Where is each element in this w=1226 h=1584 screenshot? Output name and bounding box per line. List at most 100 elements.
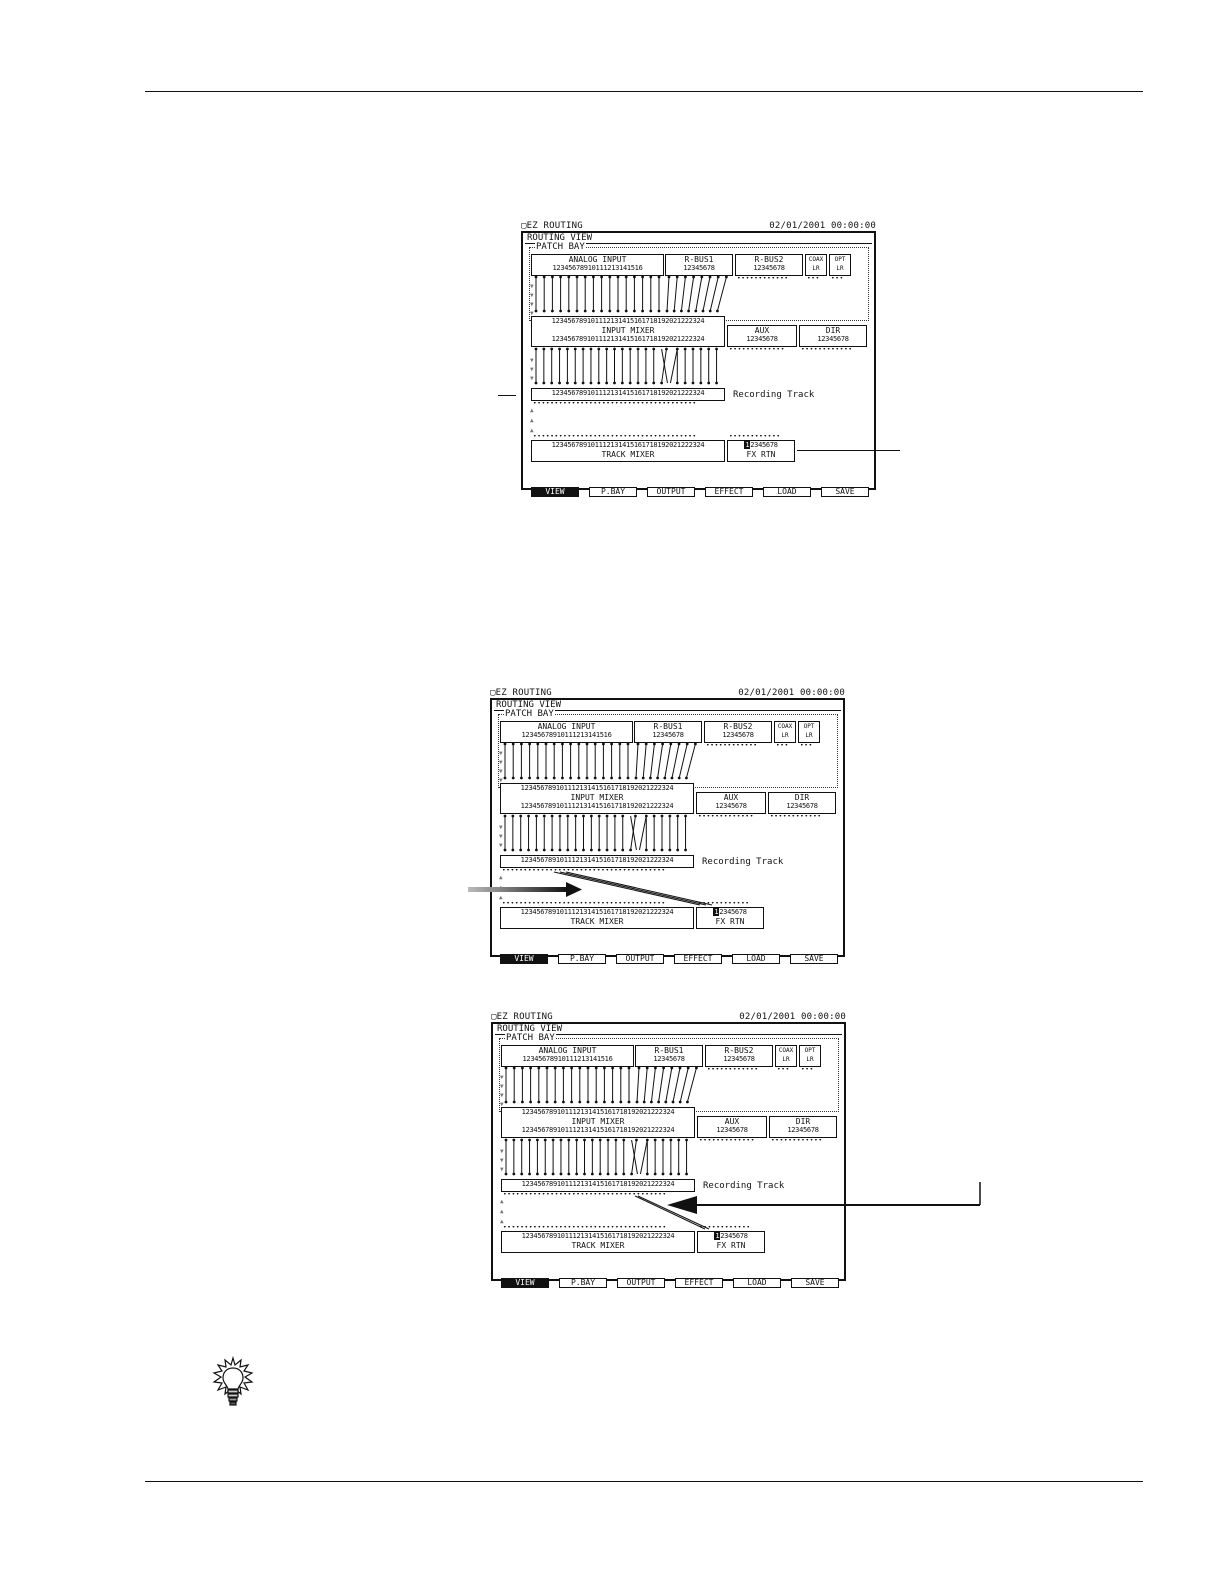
dir-label: DIR [795, 1117, 811, 1126]
recording-track-box[interactable]: 123456789101112131415161718192021222324 [531, 388, 725, 401]
routing-indicator-icon: ▲ [530, 407, 534, 414]
footer-rule [145, 1481, 1143, 1482]
routing-indicator-icon: ▼ [499, 842, 503, 849]
rbus2-label: R-BUS2 [754, 255, 784, 264]
recording-track-box[interactable]: 123456789101112131415161718192021222324 [500, 855, 694, 868]
rbus2-dots: •••••••••••• [707, 1068, 759, 1072]
tab-output[interactable]: OUTPUT [616, 954, 664, 964]
input-mixer-bottom-numbers: 123456789101112131415161718192021222324 [551, 335, 705, 343]
tab-view[interactable]: VIEW [531, 487, 579, 497]
tab-save[interactable]: SAVE [821, 487, 869, 497]
input-mixer-bottom-numbers: 123456789101112131415161718192021222324 [520, 802, 674, 810]
routing-indicator-icon: ▲ [530, 427, 534, 434]
opt-label: OPT [803, 723, 815, 730]
subtitle-divider [494, 710, 841, 711]
rbus2-label: R-BUS2 [724, 1046, 754, 1055]
tab-effect[interactable]: EFFECT [675, 1278, 723, 1288]
tab-save[interactable]: SAVE [791, 1278, 839, 1288]
input-mixer-label: INPUT MIXER [601, 326, 655, 335]
tab-load[interactable]: LOAD [732, 954, 780, 964]
dir-dots: •••••••••••• [770, 815, 822, 819]
recording-track-box[interactable]: 123456789101112131415161718192021222324 [501, 1179, 695, 1192]
fx-rtn-selected-channel[interactable]: 1 [744, 441, 751, 449]
coax-lr: LR [781, 732, 789, 739]
tab-effect[interactable]: EFFECT [674, 954, 722, 964]
mixer-wires [503, 814, 687, 852]
tab-view[interactable]: VIEW [501, 1278, 549, 1288]
routing-view-title: ROUTING VIEW [497, 1024, 563, 1034]
patch-bay-label: PATCH BAY [505, 1033, 556, 1043]
fx-rtn-selected-channel[interactable]: 1 [714, 1232, 721, 1240]
routing-indicator-icon: ▼ [499, 759, 503, 766]
subtitle-divider [495, 1034, 842, 1035]
opt-dots: ••• [800, 744, 813, 748]
tab-load[interactable]: LOAD [733, 1278, 781, 1288]
recording-track-numbers: 123456789101112131415161718192021222324 [551, 389, 705, 397]
rbus1-label: R-BUS1 [653, 722, 683, 731]
input-mixer-label: INPUT MIXER [570, 793, 624, 802]
tab-view[interactable]: VIEW [500, 954, 548, 964]
tab-load[interactable]: LOAD [763, 487, 811, 497]
coax-dots: ••• [777, 1068, 790, 1072]
screen-title-text: EZ ROUTING [495, 688, 552, 698]
tab-pbay[interactable]: P.BAY [558, 954, 606, 964]
tab-save[interactable]: SAVE [790, 954, 838, 964]
tab-pbay[interactable]: P.BAY [589, 487, 637, 497]
patch-wires [534, 275, 728, 313]
routing-indicator-icon: ▼ [499, 777, 503, 784]
tab-pbay[interactable]: P.BAY [559, 1278, 607, 1288]
coax-dots: ••• [807, 277, 820, 281]
opt-dots: ••• [801, 1068, 814, 1072]
track-mixer-numbers: 123456789101112131415161718192021222324 [551, 441, 705, 449]
aux-numbers: 12345678 [746, 335, 778, 343]
fx-rtn-selected-channel[interactable]: 1 [713, 908, 720, 916]
tab-output[interactable]: OUTPUT [617, 1278, 665, 1288]
track-mixer-numbers: 123456789101112131415161718192021222324 [521, 1232, 675, 1240]
analog-input-numbers: 12345678910111213141516 [522, 1055, 613, 1063]
patch-wires [504, 1066, 698, 1104]
routing-indicator-icon: ▼ [500, 1083, 504, 1090]
tab-output[interactable]: OUTPUT [647, 487, 695, 497]
analog-input-label: ANALOG INPUT [568, 255, 627, 264]
tab-effect[interactable]: EFFECT [705, 487, 753, 497]
routing-indicator-icon: ▼ [530, 301, 534, 308]
analog-input-numbers: 12345678910111213141516 [552, 264, 643, 272]
routing-indicator-icon: ▼ [530, 283, 534, 290]
track-mixer-label: TRACK MIXER [601, 450, 655, 459]
routing-indicator-icon: ▼ [500, 1092, 504, 1099]
arrow-left-icon [667, 1182, 981, 1214]
routing-view-title: ROUTING VIEW [496, 700, 562, 710]
